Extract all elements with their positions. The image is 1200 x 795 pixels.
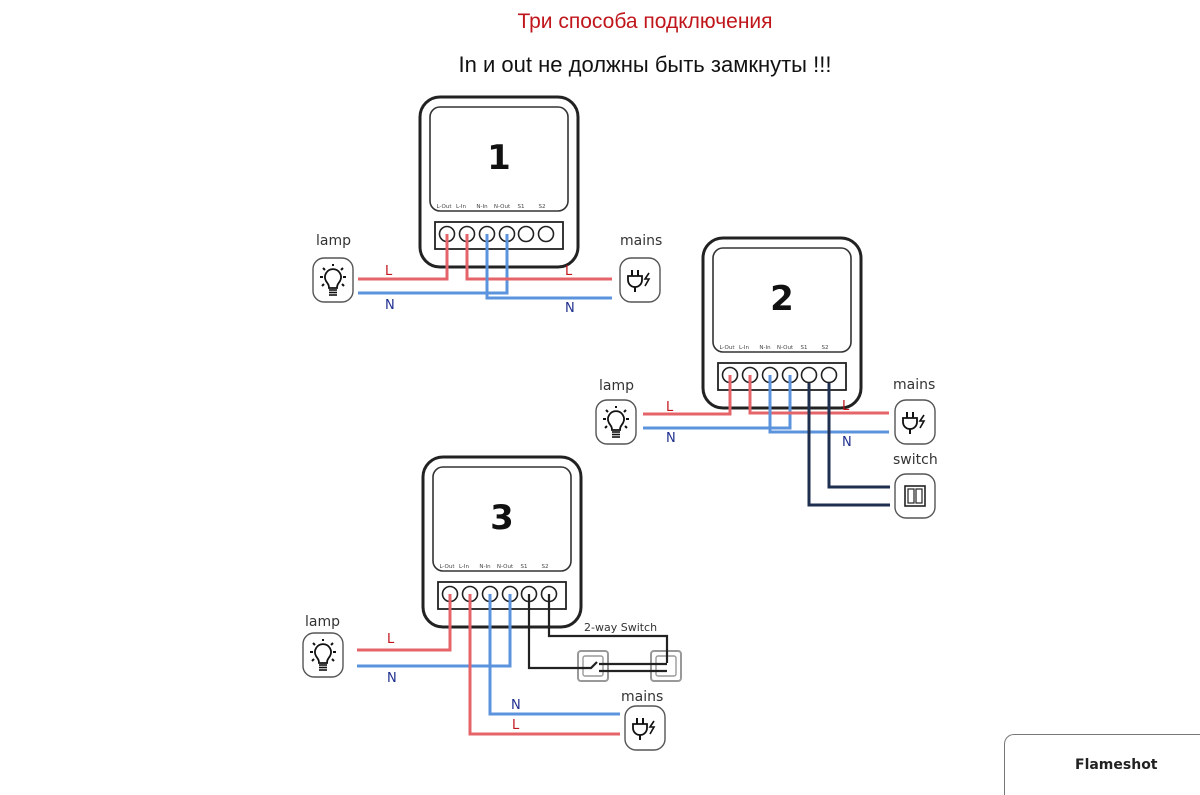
wire-label-n: N	[387, 671, 397, 686]
terminal-label: L-Out	[719, 345, 735, 351]
module-face	[429, 106, 569, 212]
terminal-label: S2	[822, 345, 829, 351]
terminal-label: S1	[801, 345, 808, 351]
wire-lamp-live	[357, 594, 452, 652]
terminal-label: S2	[539, 204, 546, 210]
wire-label-n: N	[842, 435, 852, 450]
lamp-label: lamp	[599, 378, 634, 394]
terminal-label: L-In	[456, 204, 467, 210]
module-number: 3	[490, 498, 514, 538]
flameshot-label: Flameshot	[1075, 757, 1158, 773]
terminal-screw-s2	[820, 366, 838, 384]
wire-label-l: L	[385, 264, 393, 279]
mains-label: mains	[620, 233, 662, 249]
wire-lamp-live	[643, 375, 732, 416]
wire-label-n: N	[565, 301, 575, 316]
terminal-label: L-Out	[439, 564, 455, 570]
lamp-label: lamp	[316, 233, 351, 249]
terminal-label: L-In	[459, 564, 470, 570]
switch-label: switch	[893, 452, 938, 468]
terminal-label: N-Out	[494, 204, 511, 210]
power-plug-icon	[902, 412, 926, 434]
wire-mains-neutral	[488, 594, 620, 716]
wire-label-n: N	[385, 298, 395, 313]
wire-switch-s2	[547, 594, 669, 663]
wire-label-n: N	[666, 431, 676, 446]
terminal-screw-s1	[800, 366, 818, 384]
diagram-title: Три способа подключения	[517, 10, 773, 33]
wire-lamp-neutral	[357, 594, 512, 668]
terminal-label: N-In	[479, 564, 491, 570]
wire-mains-live	[465, 234, 612, 281]
terminal-label: N-In	[476, 204, 488, 210]
wire-label-n: N	[511, 698, 521, 713]
wall-switch-icon-frame	[894, 473, 936, 519]
module-number: 2	[770, 279, 794, 319]
module-face	[712, 247, 852, 353]
module-face	[432, 466, 572, 572]
diagram-3: 3L-Out L-In N-In N-Out S1 S2 lamp mains 2-way Sw…	[302, 455, 682, 751]
wire-switch-s2	[827, 383, 890, 489]
wire-label-l: L	[842, 399, 850, 414]
terminal-label: L-In	[739, 345, 750, 351]
terminal-label: N-In	[759, 345, 771, 351]
wall-switch-icon	[904, 485, 926, 507]
wire-label-l: L	[387, 632, 395, 647]
wire-mains-neutral	[768, 375, 889, 434]
terminal-label: S2	[542, 564, 549, 570]
terminal-label: N-Out	[497, 564, 514, 570]
lamp-label: lamp	[305, 614, 340, 630]
wire-lamp-live	[358, 234, 449, 281]
mains-label: mains	[893, 377, 935, 393]
wire-lamp-neutral	[358, 234, 509, 295]
light-bulb-icon	[603, 406, 629, 438]
mains-label: mains	[621, 689, 663, 705]
wire-mains-neutral	[485, 234, 612, 300]
wire-mains-live	[748, 375, 889, 415]
power-plug-icon-frame	[619, 257, 661, 303]
light-bulb-icon	[320, 264, 346, 296]
power-plug-icon-frame	[894, 399, 936, 445]
wire-label-l: L	[512, 718, 520, 733]
terminal-label: S1	[518, 204, 525, 210]
flameshot-notification[interactable]: Flameshot	[1004, 734, 1200, 795]
power-plug-icon-frame	[624, 705, 666, 751]
wire-switch-s1	[527, 594, 598, 670]
terminal-label: L-Out	[436, 204, 452, 210]
terminal-label: N-Out	[777, 345, 794, 351]
wire-lamp-neutral	[643, 375, 792, 430]
power-plug-icon	[627, 270, 651, 292]
terminal-screw-s1	[517, 225, 535, 243]
wire-mains-live	[468, 594, 620, 736]
diagram-warning: In и out не должны быть замкнуты !!!	[458, 52, 832, 77]
power-plug-icon	[632, 718, 656, 740]
two-way-switch-1-inner	[582, 655, 604, 677]
wire-label-l: L	[565, 264, 573, 279]
wire-switch-s1	[807, 383, 890, 507]
wire-label-l: L	[666, 400, 674, 415]
terminal-label: S1	[521, 564, 528, 570]
light-bulb-icon	[310, 639, 336, 671]
module-number: 1	[487, 138, 511, 178]
switch-label: 2-way Switch	[584, 621, 657, 634]
diagram-2: 2L-Out L-In N-In N-Out S1 S2 lamp mains switch L N…	[595, 236, 938, 519]
terminal-screw-s2	[537, 225, 555, 243]
